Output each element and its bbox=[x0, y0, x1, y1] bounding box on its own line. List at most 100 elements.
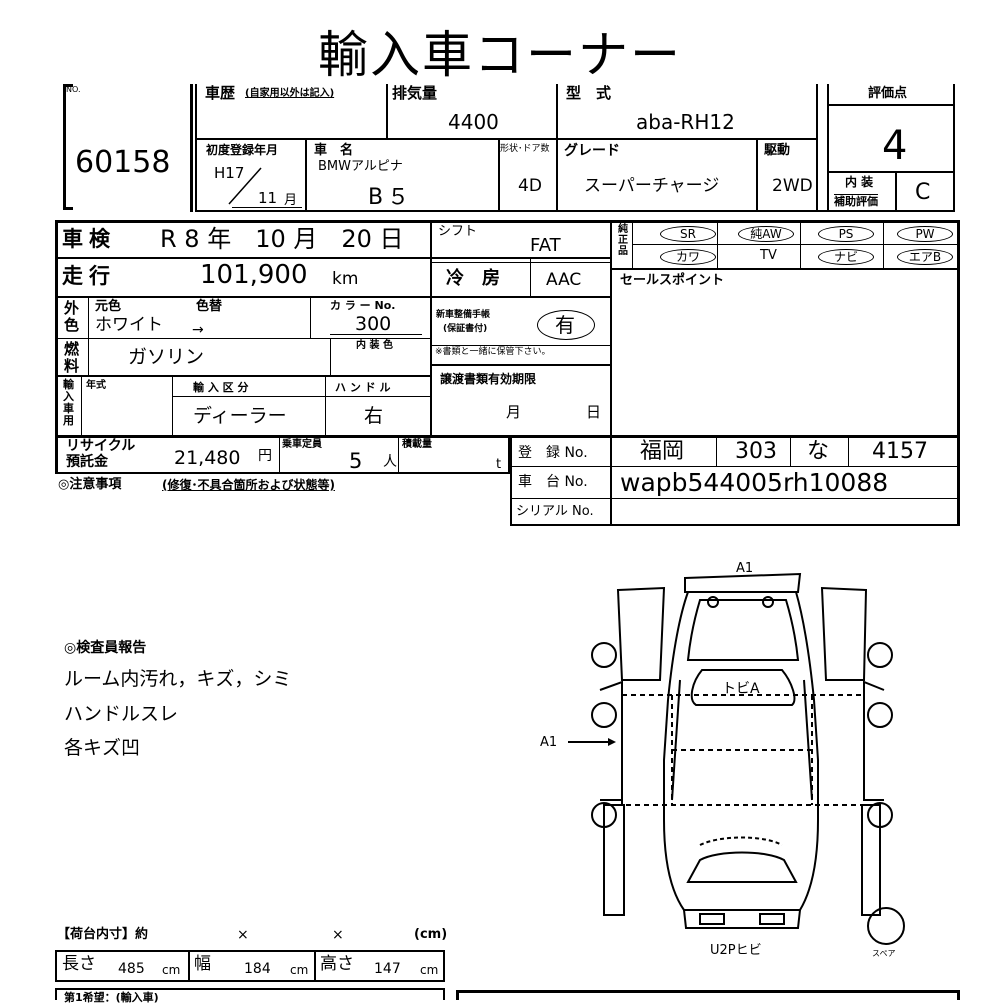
option-ps: PS bbox=[818, 226, 874, 242]
color-original: ホワイト bbox=[95, 315, 163, 335]
service-book-note: ※書類と一緒に保管下さい。 bbox=[435, 347, 551, 357]
diagram-spare-label: スペア bbox=[872, 949, 896, 958]
registration-area: 福岡 bbox=[640, 439, 685, 464]
car-name-label: 車 名 bbox=[314, 143, 354, 158]
history-label: 車歴 bbox=[205, 84, 236, 102]
handle-label: ハ ン ド ル bbox=[335, 381, 391, 394]
capacity-unit: 人 bbox=[383, 454, 397, 470]
cargo-length-unit: cm bbox=[162, 963, 181, 977]
interior-grade-label2: 補助評価 bbox=[834, 194, 878, 208]
hope-label: 第1希望：(輸入車) bbox=[64, 991, 159, 1004]
cargo-height-label: 高さ bbox=[320, 954, 354, 974]
inspector-report-line: 各キズ凹 bbox=[64, 737, 141, 759]
recycle-label: リサイクル bbox=[66, 438, 136, 454]
page-title: 輸入車コーナー bbox=[318, 26, 682, 84]
transfer-docs-day: 日 bbox=[586, 403, 602, 421]
recycle-unit: 円 bbox=[258, 448, 272, 464]
color-code-label: カ ラ ー No. bbox=[330, 299, 396, 312]
cargo-length-value: 485 bbox=[118, 961, 145, 977]
cargo-unit-label: (cm) bbox=[414, 927, 448, 942]
registration-number: 4157 bbox=[872, 439, 928, 464]
cargo-length-label: 長さ bbox=[62, 954, 96, 974]
sales-point-label: セールスポイント bbox=[620, 273, 725, 288]
inspection-date: R 8 年 10 月 20 日 bbox=[160, 225, 404, 253]
cargo-label: 【荷台内寸】約 bbox=[57, 927, 149, 942]
diagram-top-label: A1 bbox=[736, 561, 754, 576]
cargo-width-value: 184 bbox=[244, 961, 271, 977]
registration-kana: な bbox=[807, 439, 830, 464]
slash-divider bbox=[228, 167, 262, 205]
model-type-value: aba-RH12 bbox=[636, 110, 735, 134]
lot-number: 60158 bbox=[75, 145, 171, 180]
grade-value: スーパーチャージ bbox=[584, 176, 720, 196]
color-changed-label: 色替 bbox=[196, 299, 223, 314]
color-original-label: 元色 bbox=[95, 299, 122, 314]
transfer-docs-label: 譲渡書類有効期限 bbox=[440, 372, 537, 386]
chassis-value: wapb544005rh10088 bbox=[620, 468, 889, 497]
option-tv: TV bbox=[760, 248, 777, 263]
import-year-label: 年式 bbox=[86, 380, 106, 391]
score-label: 評価点 bbox=[868, 86, 908, 101]
cargo-x1: × bbox=[237, 927, 249, 943]
mileage-unit: km bbox=[332, 269, 359, 289]
inspector-report-line: ハンドルスレ bbox=[64, 703, 179, 725]
cargo-table bbox=[55, 950, 445, 982]
interior-grade-value: C bbox=[915, 180, 931, 205]
displacement-label: 排気量 bbox=[392, 84, 438, 102]
first-registration-month-unit: 月 bbox=[284, 193, 298, 208]
aircon-label: 冷 房 bbox=[446, 268, 500, 289]
grade-label: グレード bbox=[564, 143, 620, 159]
lot-bracket-right bbox=[190, 84, 193, 212]
caution-label: ◎注意事項 bbox=[58, 477, 122, 492]
service-book-circle bbox=[537, 310, 595, 340]
shift-label: シフト bbox=[438, 224, 478, 239]
registration-class: 303 bbox=[735, 439, 777, 464]
cargo-width-unit: cm bbox=[290, 963, 309, 977]
import-type-label: 輸 入 区 分 bbox=[193, 381, 249, 394]
caution-note: (修復･不具合箇所および状態等) bbox=[162, 478, 335, 492]
lot-label: NO. bbox=[66, 85, 81, 94]
fuel-value: ガソリン bbox=[128, 346, 205, 368]
displacement-value: 4400 bbox=[448, 110, 499, 134]
import-side-label: 輸入車用 bbox=[63, 378, 74, 427]
registration-label: 登 録 No. bbox=[518, 445, 588, 461]
shift-value: FAT bbox=[530, 235, 561, 256]
car-damage-diagram bbox=[568, 572, 905, 945]
aircon-value: AAC bbox=[546, 270, 582, 290]
score-value: 4 bbox=[882, 123, 908, 169]
option-pw: PW bbox=[897, 226, 953, 242]
model-type-label: 型 式 bbox=[566, 84, 612, 102]
option-airbag: エアB bbox=[897, 249, 953, 265]
body-doors-label: 形状･ドア数 bbox=[500, 144, 550, 154]
car-name-model: B５ bbox=[368, 185, 414, 210]
cargo-x2: × bbox=[332, 927, 344, 943]
fuel-side-label: 燃料 bbox=[64, 340, 80, 375]
capacity-value: 5 bbox=[349, 449, 363, 473]
first-registration-month: 11 bbox=[258, 189, 278, 207]
load-label: 積載量 bbox=[402, 439, 432, 450]
load-unit: t bbox=[496, 457, 502, 472]
option-alloy-wheel: 純AW bbox=[738, 226, 794, 242]
history-note: (自家用以外は記入) bbox=[245, 88, 335, 99]
color-side-label: 外色 bbox=[64, 299, 80, 334]
service-book-label: 新車整備手帳 bbox=[436, 310, 491, 320]
diagram-left-label: A1 bbox=[540, 735, 558, 750]
options-label: 純正品 bbox=[618, 224, 628, 257]
cargo-width-label: 幅 bbox=[194, 954, 211, 974]
first-registration-era: H17 bbox=[214, 164, 245, 182]
color-arrow: → bbox=[192, 322, 204, 338]
option-navi: ナビ bbox=[818, 249, 874, 265]
service-book-value: 有 bbox=[555, 313, 575, 337]
car-name-maker: BMWアルピナ bbox=[318, 159, 403, 174]
mileage-value: 101,900 bbox=[200, 260, 308, 290]
first-registration-label: 初度登録年月 bbox=[206, 143, 279, 157]
body-doors-value: 4D bbox=[518, 176, 542, 196]
option-sr: SR bbox=[660, 226, 716, 242]
inspection-label: 車検 bbox=[62, 227, 116, 251]
diagram-roof-label: トビA bbox=[722, 681, 760, 697]
mileage-label: 走行 bbox=[62, 264, 116, 288]
cargo-height-unit: cm bbox=[420, 963, 439, 977]
chassis-label: 車 台 No. bbox=[518, 474, 588, 490]
recycle-label2: 預託金 bbox=[66, 454, 108, 470]
inspector-report-label: ◎検査員報告 bbox=[64, 640, 147, 656]
